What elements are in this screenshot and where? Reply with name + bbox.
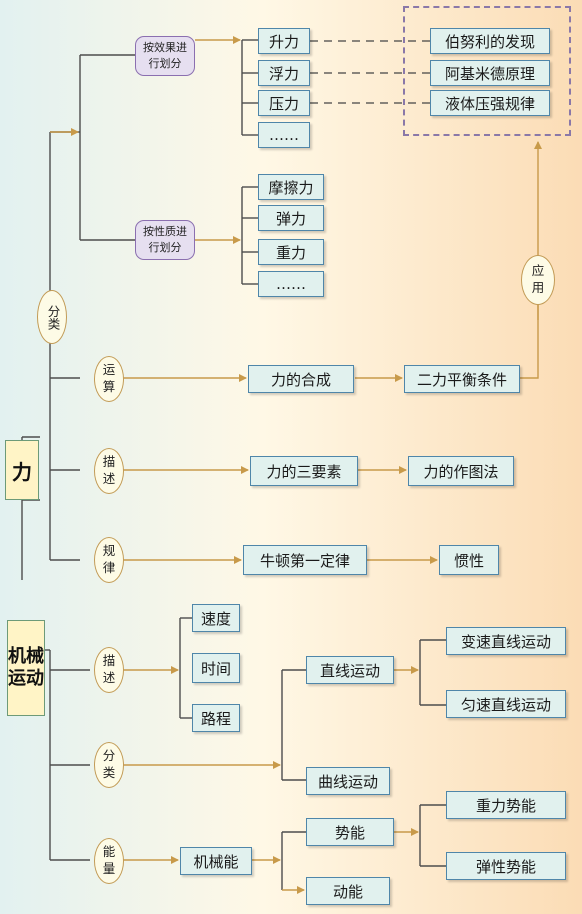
node-describe-force: 描 述 — [94, 448, 124, 494]
root-force: 力 — [5, 440, 39, 500]
box-gravity: 重力 — [258, 239, 324, 265]
box-gravitational-potential: 重力势能 — [446, 791, 566, 819]
box-potential-energy: 势能 — [306, 818, 394, 846]
box-speed: 速度 — [192, 604, 240, 632]
box-bernoulli: 伯努利的发现 — [430, 28, 550, 54]
node-law: 规 律 — [94, 537, 124, 583]
box-kinetic-energy: 动能 — [306, 877, 390, 905]
box-time: 时间 — [192, 653, 240, 683]
box-archimedes: 阿基米德原理 — [430, 60, 550, 86]
box-inertia: 惯性 — [439, 545, 499, 575]
box-three-elements: 力的三要素 — [250, 456, 358, 486]
box-drawing-method: 力的作图法 — [408, 456, 514, 486]
application-group-frame — [403, 6, 571, 136]
box-elastic: 弹力 — [258, 205, 324, 231]
box-nature-more: …… — [258, 271, 324, 297]
box-balance-condition: 二力平衡条件 — [404, 365, 520, 393]
box-friction: 摩擦力 — [258, 174, 324, 200]
box-lift: 升力 — [258, 28, 310, 54]
box-buoyancy: 浮力 — [258, 60, 310, 86]
root-mechanical-motion: 机械 运动 — [7, 620, 45, 716]
box-effect-more: …… — [258, 122, 310, 148]
box-composition: 力的合成 — [248, 365, 354, 393]
box-pressure: 压力 — [258, 90, 310, 116]
node-application: 应 用 — [521, 255, 555, 305]
box-variable-speed: 变速直线运动 — [446, 627, 566, 655]
box-distance: 路程 — [192, 704, 240, 732]
pill-by-nature: 按性质进 行划分 — [135, 220, 195, 260]
box-mechanical-energy: 机械能 — [180, 847, 252, 875]
box-uniform-speed: 匀速直线运动 — [446, 690, 566, 718]
box-curve-motion: 曲线运动 — [306, 767, 390, 795]
node-energy: 能 量 — [94, 838, 124, 884]
box-newton-first-law: 牛顿第一定律 — [243, 545, 367, 575]
box-linear-motion: 直线运动 — [306, 656, 394, 684]
node-describe-motion: 描 述 — [94, 647, 124, 693]
box-liquid-pressure: 液体压强规律 — [430, 90, 550, 116]
node-classify-motion: 分 类 — [94, 742, 124, 788]
node-operation: 运 算 — [94, 356, 124, 402]
node-classify: 分类 — [37, 290, 67, 344]
box-elastic-potential: 弹性势能 — [446, 852, 566, 880]
pill-by-effect: 按效果进 行划分 — [135, 36, 195, 76]
